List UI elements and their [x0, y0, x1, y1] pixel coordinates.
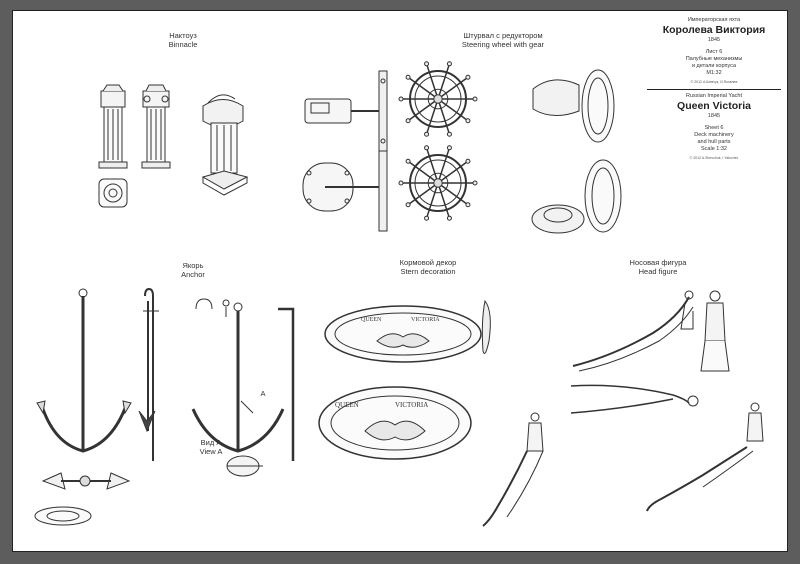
anchor-caption-en: Anchor — [181, 270, 205, 279]
anchor-plan-view — [34, 506, 92, 526]
stern-decoration-bottom: QUEEN VICTORIA — [318, 386, 472, 460]
binnacle-plan-view — [98, 178, 128, 208]
head-caption: Носовая фигура Head figure — [613, 258, 703, 276]
drawing-sheet: Нактоуз Binnacle Штурвал с редуктором St… — [12, 10, 788, 552]
head-figure-side — [572, 290, 694, 372]
binnacle-caption: Нактоуз Binnacle — [153, 31, 213, 49]
steering-wheel-bottom — [398, 145, 478, 221]
head-figure-plan — [570, 384, 699, 414]
head-caption-ru: Носовая фигура — [629, 258, 687, 267]
stern-caption-en: Stern decoration — [400, 267, 456, 276]
anchor-fluke-view — [226, 455, 263, 477]
head-figure-3d-center — [482, 412, 544, 527]
title-block: Императорская яхта Королева Виктория 184… — [647, 17, 781, 161]
steering-wheel-3d-top — [532, 69, 615, 143]
anchor-shackles — [195, 298, 230, 317]
emblem-word-2-top: VICTORIA — [411, 317, 440, 323]
view-a-caption-en: View A — [199, 447, 223, 456]
year-ru: 1845 — [707, 37, 721, 43]
year-en: 1845 — [707, 113, 721, 119]
credits-ru: © 2012 А.Шевчук, И.Яковлев — [690, 80, 738, 84]
emblem-word-2-bottom: VICTORIA — [395, 401, 428, 409]
stern-decoration-side — [481, 299, 491, 354]
stern-caption-ru: Кормовой декор — [399, 258, 457, 267]
emblem-word-1-top: QUEEN — [361, 317, 382, 323]
stern-caption: Кормовой декор Stern decoration — [373, 258, 483, 276]
binnacle-3d-view — [201, 94, 249, 196]
title-divider — [647, 89, 781, 90]
steering-caption-en: Steering wheel with gear — [461, 40, 545, 49]
steering-wheel-3d-bottom — [531, 159, 622, 234]
desc2-ru: и детали корпуса — [691, 63, 737, 69]
view-a-marker: A — [260, 389, 266, 398]
view-a-caption: Вид А View A — [191, 438, 231, 456]
binnacle-caption-en: Binnacle — [168, 40, 198, 49]
view-a-caption-ru: Вид А — [200, 438, 222, 447]
scale-en: Scale 1:32 — [701, 146, 727, 152]
title-subtitle-en: Russian Imperial Yacht — [685, 93, 743, 99]
steering-gear-bottom — [302, 150, 388, 232]
drawings-canvas: QUEEN VICTORIA QUEEN VICTORIA — [34, 61, 764, 527]
title-ru: Королева Виктория — [662, 24, 766, 36]
binnacle-side-view — [141, 84, 171, 169]
stern-decoration-top: QUEEN VICTORIA — [324, 305, 482, 363]
emblem-word-1-bottom: QUEEN — [335, 401, 359, 409]
head-figure-3d-right — [646, 402, 764, 512]
anchor-crown-view — [41, 472, 131, 490]
anchor-front — [36, 288, 132, 453]
desc2-en: and hull parts — [697, 139, 731, 145]
steering-caption: Штурвал с редуктором Steering wheel with… — [433, 31, 573, 49]
title-en: Queen Victoria — [677, 100, 751, 112]
anchor-stock-bar — [278, 307, 295, 461]
credits-en: © 2012 A.Shevchuk, I.Yakovlev — [689, 156, 739, 160]
steering-gear-top — [304, 70, 388, 152]
sheet-ru: Лист 6 — [705, 49, 723, 55]
head-caption-en: Head figure — [638, 267, 678, 276]
anchor-side — [138, 287, 159, 461]
steering-wheel-top — [398, 61, 478, 137]
desc1-en: Deck machinery — [694, 132, 734, 138]
head-figure-front — [700, 290, 730, 372]
sheet-en: Sheet 6 — [704, 125, 724, 131]
title-subtitle-ru: Императорская яхта — [687, 17, 741, 23]
anchor-caption: Якорь Anchor — [163, 261, 223, 279]
anchor-caption-ru: Якорь — [182, 261, 204, 270]
steering-caption-ru: Штурвал с редуктором — [463, 31, 543, 40]
binnacle-front-view — [98, 84, 128, 169]
anchor-stocked — [191, 302, 285, 453]
desc1-ru: Палубные механизмы — [685, 56, 743, 62]
binnacle-caption-ru: Нактоуз — [169, 31, 197, 40]
scale-ru: М1:32 — [706, 70, 722, 76]
